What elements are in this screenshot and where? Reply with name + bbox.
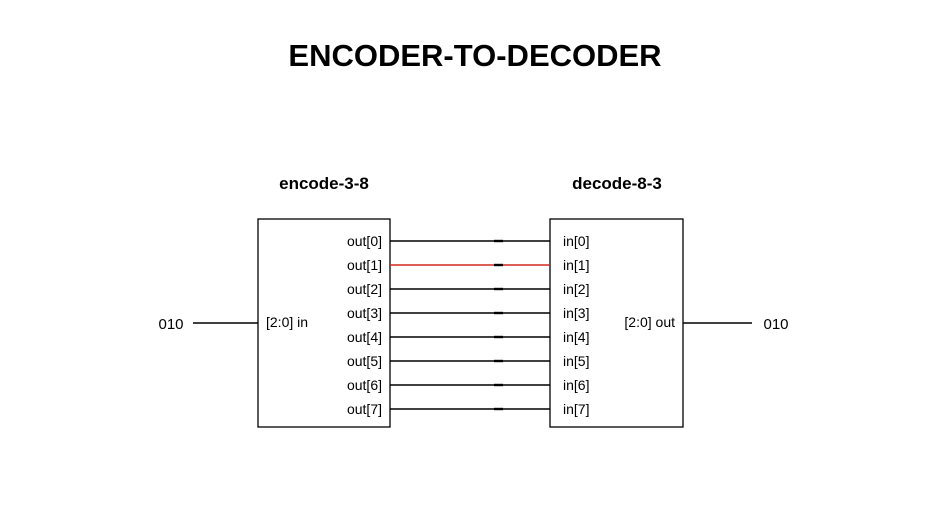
encoder-output-label-6: out[6]: [347, 377, 382, 393]
decoder-input-label-2: in[2]: [563, 281, 589, 297]
decoder-input-label-7: in[7]: [563, 401, 589, 417]
input-value: 010: [158, 316, 183, 333]
decoder-output-port-label: [2:0] out: [624, 314, 675, 330]
encoder-input-port-label: [2:0] in: [266, 314, 308, 330]
decoder-input-label-0: in[0]: [563, 233, 589, 249]
encoder-output-label-5: out[5]: [347, 353, 382, 369]
encoder-output-label-7: out[7]: [347, 401, 382, 417]
output-value: 010: [763, 316, 788, 333]
decoder-input-label-6: in[6]: [563, 377, 589, 393]
diagram-title: ENCODER-TO-DECODER: [288, 38, 661, 73]
encoder-output-label-0: out[0]: [347, 233, 382, 249]
decoder-input-label-5: in[5]: [563, 353, 589, 369]
decoder-input-label-3: in[3]: [563, 305, 589, 321]
decoder-title: decode-8-3: [572, 174, 662, 193]
encoder-output-label-2: out[2]: [347, 281, 382, 297]
encoder-block: [257, 218, 391, 428]
encoder-title: encode-3-8: [279, 174, 369, 193]
encoder-output-label-3: out[3]: [347, 305, 382, 321]
decoder-input-label-4: in[4]: [563, 329, 589, 345]
encoder-output-label-4: out[4]: [347, 329, 382, 345]
encoder-output-label-1: out[1]: [347, 257, 382, 273]
decoder-block: [549, 218, 684, 428]
decoder-input-label-1: in[1]: [563, 257, 589, 273]
connection-group: out[0] in[0] out[1] in[1] out[2] in[2] out[3] i…: [347, 233, 590, 417]
